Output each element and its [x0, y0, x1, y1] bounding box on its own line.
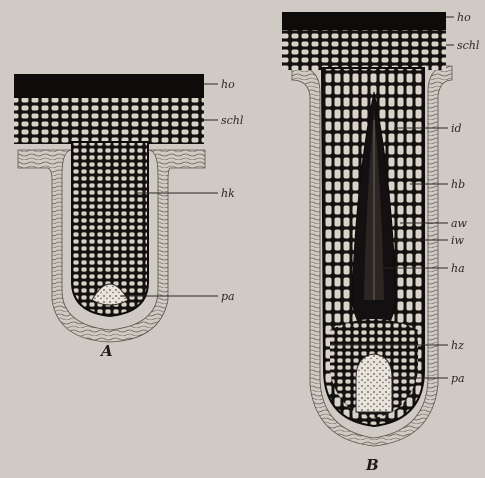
fig-a-label-ho: ho	[221, 78, 235, 91]
fig-a-caption: A	[99, 342, 113, 360]
fig-b-label-iw: iw	[451, 234, 465, 247]
fig-b-label-aw: aw	[451, 217, 468, 230]
fig-b-label-pa: pa	[451, 372, 465, 385]
fig-a-label-hk: hk	[221, 187, 235, 200]
fig-b-label-id: id	[451, 122, 462, 135]
fig-b-label-hb: hb	[451, 178, 465, 191]
figure-b: ho schl id hb aw iw ha hz pa B	[282, 11, 480, 474]
fig-b-label-hz: hz	[451, 339, 464, 352]
fig-b-label-schl: schl	[457, 39, 480, 52]
figure-a: ho schl hk pa A	[14, 74, 244, 360]
fig-b-papilla	[356, 354, 392, 412]
fig-a-label-pa: pa	[221, 290, 235, 303]
fig-a-label-schl: schl	[221, 114, 244, 127]
fig-b-label-ha: ha	[451, 262, 465, 275]
fig-b-mucous-layer	[282, 30, 446, 70]
fig-a-mucous-layer	[14, 98, 204, 144]
fig-b-horny-layer	[282, 12, 446, 32]
fig-a-horny-layer	[14, 74, 204, 100]
fig-b-caption: B	[365, 456, 379, 474]
fig-b-label-ho: ho	[457, 11, 471, 24]
